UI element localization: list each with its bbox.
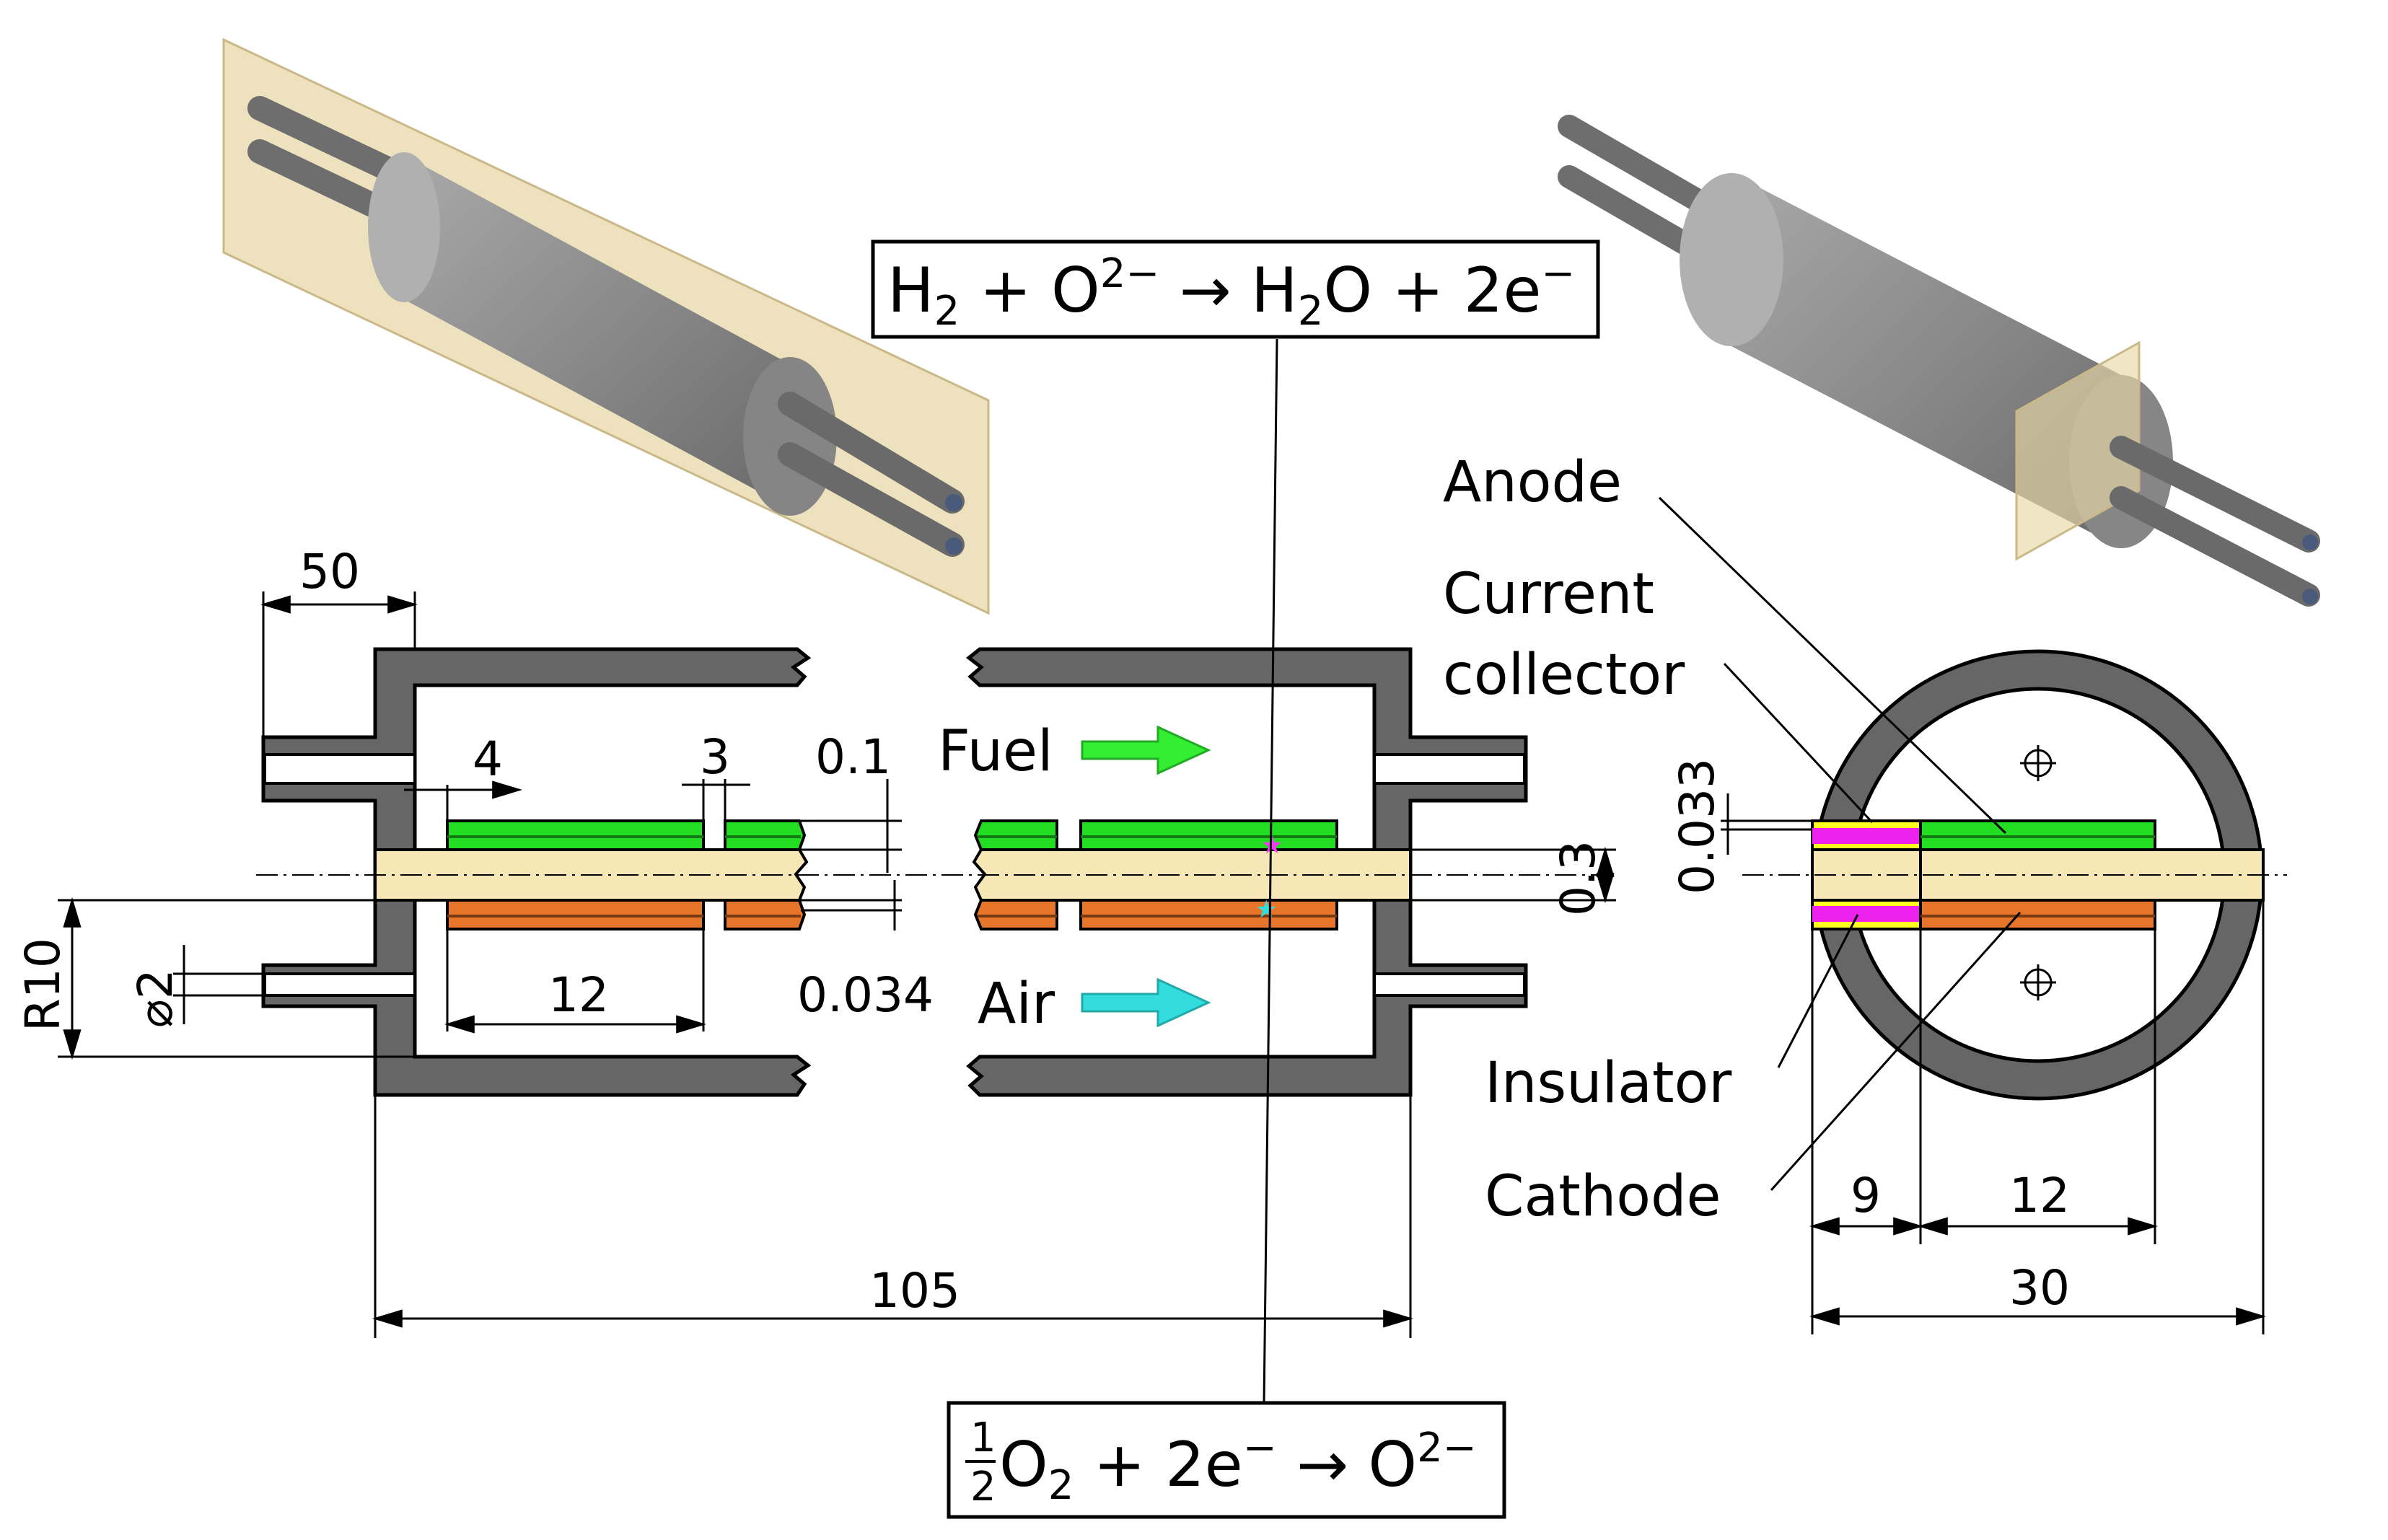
cylinder-housing	[368, 152, 837, 516]
air-arrow	[1081, 977, 1211, 1028]
cathode-reaction-box: 1 2 O2 + 2e− → O2−	[947, 1401, 1506, 1519]
eq-text: → O	[1277, 1429, 1417, 1501]
fuel-label: Fuel	[938, 719, 1053, 784]
probe-marker-anode: ★	[1261, 831, 1283, 860]
eq-frac-den: 2	[970, 1464, 996, 1510]
svg-text:H2 + O2− → H2O + 2e−: H2 + O2− → H2O + 2e−	[887, 250, 1575, 335]
air-label: Air	[978, 972, 1055, 1037]
isometric-view-cross-section	[1558, 115, 2320, 607]
anode-layer	[446, 819, 1338, 851]
anode-reaction-box: H2 + O2− → H2O + 2e−	[871, 239, 1600, 339]
label-current-collector-2: collector	[1443, 643, 1685, 708]
dim-50: 50	[299, 544, 360, 599]
eq-text: H	[887, 255, 934, 327]
dim-r10: R10	[15, 938, 71, 1031]
dim-phi2: ⌀2	[128, 969, 183, 1028]
eq-sup: 2−	[1417, 1425, 1477, 1471]
cathode-layer	[446, 899, 1338, 930]
eq-text: + O	[960, 255, 1099, 327]
dim-9: 9	[1851, 1168, 1881, 1223]
dimension-lines	[58, 591, 1616, 1338]
section-plane	[2015, 340, 2141, 561]
dim-3: 3	[700, 729, 730, 785]
label-anode: Anode	[1443, 450, 1622, 515]
dim-0-1: 0.1	[815, 729, 891, 785]
dim-0-034: 0.034	[797, 967, 934, 1023]
eq-sup: −	[1243, 1425, 1277, 1471]
eq-sup: −	[1541, 250, 1575, 297]
label-cathode: Cathode	[1485, 1164, 1721, 1229]
longitudinal-section: ★ ★ Fuel Air	[15, 338, 1616, 1404]
channel-symbol-bottom	[2020, 964, 2056, 1000]
dim-105: 105	[869, 1263, 960, 1319]
dim-12: 12	[548, 967, 609, 1023]
label-insulator: Insulator	[1485, 1051, 1732, 1116]
eq-text: O + 2e	[1323, 255, 1541, 327]
channel-symbol-top	[2020, 745, 2056, 781]
outlet-tubes	[2110, 436, 2320, 607]
eq-frac-num: 1	[970, 1414, 996, 1461]
dimension-lines	[1721, 793, 2267, 1334]
probe-marker-cathode: ★	[1255, 895, 1277, 924]
eq-text: O	[999, 1429, 1048, 1501]
outlet-tubes	[778, 392, 965, 557]
svg-text:O2 + 2e− → O2−: O2 + 2e− → O2−	[999, 1425, 1477, 1509]
electrolyte	[972, 848, 1412, 902]
dim-12-right: 12	[2009, 1168, 2070, 1223]
anode-leader	[1658, 496, 2007, 835]
cross-section: Anode Current collector Insulator Cathod…	[1443, 450, 2287, 1334]
eq-sub: 2	[934, 288, 960, 335]
fuel-arrow	[1081, 725, 1211, 775]
eq-sub: 2	[1298, 288, 1324, 335]
dim-0-033: 0.033	[1669, 758, 1725, 894]
insulator-leader	[1777, 914, 1859, 1068]
label-current-collector: Current	[1443, 562, 1654, 627]
eq-text: → H	[1159, 255, 1297, 327]
isometric-view-longitudinal	[222, 38, 990, 615]
dim-4: 4	[473, 731, 503, 787]
collector-leader	[1723, 662, 1874, 824]
reaction-leader	[1263, 338, 1278, 1404]
eq-sup: 2−	[1100, 250, 1160, 297]
insulator-layer	[1811, 819, 1922, 930]
dim-0-3: 0.3	[1550, 840, 1606, 916]
eq-text: + 2e	[1074, 1429, 1242, 1501]
eq-sub: 2	[1048, 1462, 1074, 1509]
dim-30: 30	[2009, 1260, 2070, 1316]
